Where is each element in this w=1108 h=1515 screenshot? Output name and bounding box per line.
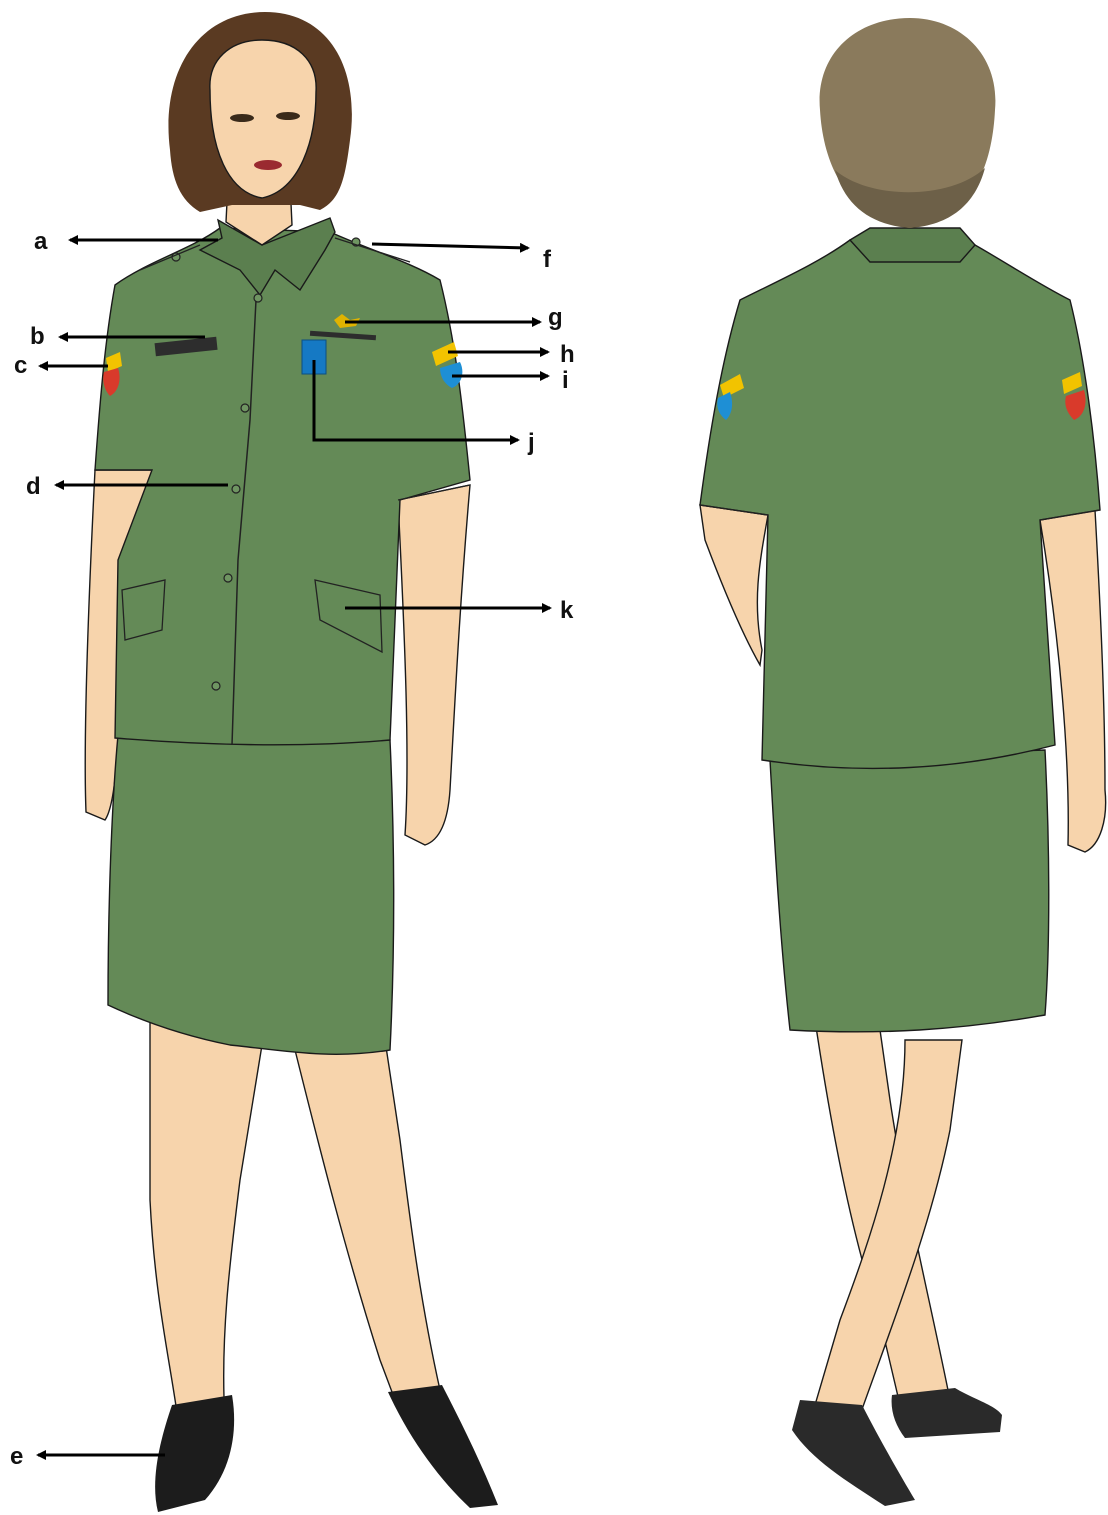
front-right-arm [398,485,470,845]
label-k: k [560,597,574,624]
shirt-button [224,574,232,582]
front-left-pocket-flap [122,580,165,640]
shirt-button [241,404,249,412]
label-j: j [527,429,535,456]
label-c: c [14,352,27,379]
shirt-button [212,682,220,690]
shirt-button [232,485,240,493]
front-right-leg [295,1040,440,1400]
front-skirt [108,735,394,1054]
shirt-button [254,294,262,302]
back-figure [700,18,1106,1506]
arrow-right-icon [372,244,528,248]
label-g: g [548,304,563,331]
back-collar [850,228,975,262]
front-left-shoe [155,1395,234,1512]
front-right-shoe [388,1385,498,1508]
label-b: b [30,323,45,350]
label-d: d [26,473,41,500]
front-left-leg [150,1020,262,1420]
back-shirt [700,240,1100,768]
back-left-shoe [892,1388,1002,1438]
front-figure [85,12,498,1512]
back-skirt [770,750,1049,1032]
label-a: a [34,228,48,255]
label-e: e [10,1443,23,1470]
label-f: f [543,246,552,273]
front-lips [254,160,282,170]
front-eye [276,112,300,120]
label-h: h [560,341,575,368]
label-i: i [562,367,569,394]
front-eye [230,114,254,122]
back-left-arm [700,505,768,665]
